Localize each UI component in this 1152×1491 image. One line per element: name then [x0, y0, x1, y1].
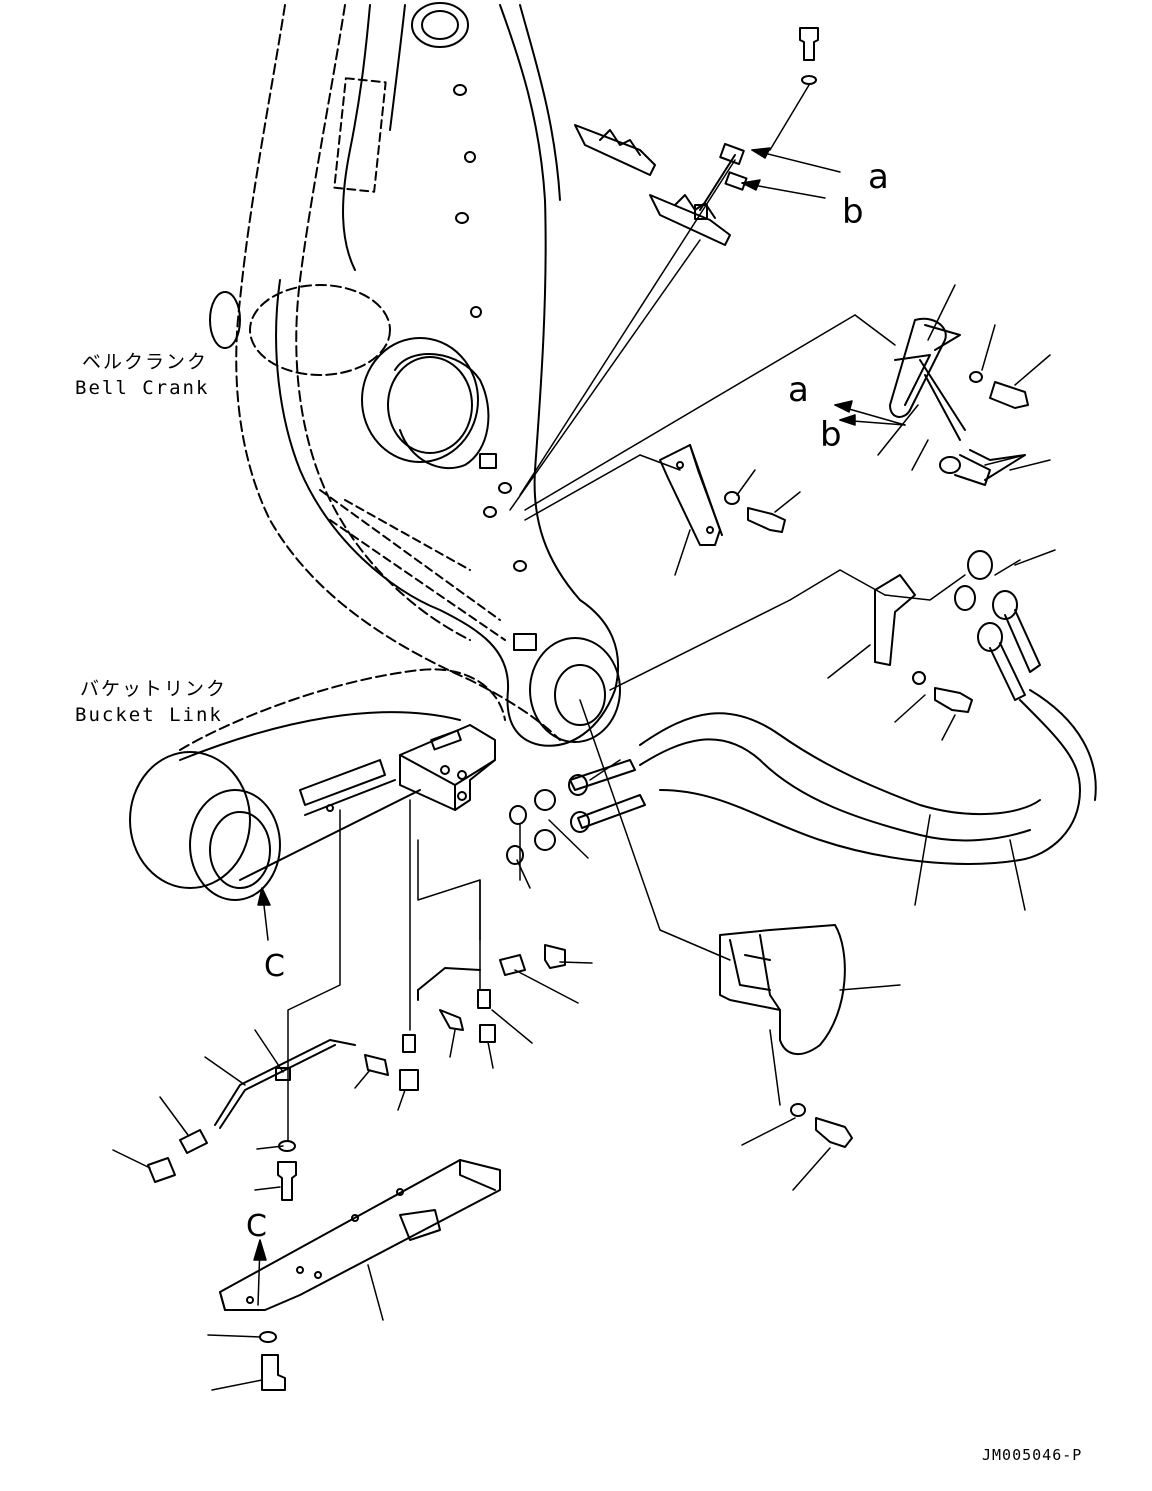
- right-hose-fittings: [954, 550, 1041, 701]
- manifold-block: [399, 724, 496, 811]
- bent-tube: [147, 1039, 356, 1201]
- bucket-link-label-jp: バケットリンク: [80, 678, 228, 700]
- bucket-link: [129, 668, 506, 901]
- bell-crank-label-en: Bell Crank: [75, 377, 210, 399]
- lower-fittings: [364, 944, 566, 1091]
- reference-leaders: [112, 284, 1056, 1391]
- bucket-link-label-en: Bucket Link: [75, 704, 223, 726]
- callout-arrows: [253, 147, 906, 1306]
- bell-crank-label-jp: ベルクランク: [82, 351, 209, 373]
- guard-plate: [719, 924, 853, 1148]
- small-bracket: [874, 574, 973, 713]
- callout-a-mid: a: [788, 370, 809, 410]
- drawing-code: JM005046-P: [982, 1446, 1083, 1464]
- callout-c-upper: C: [264, 949, 285, 984]
- top-fittings: [574, 27, 819, 246]
- angle-bracket: [659, 444, 786, 546]
- callout-b-top: b: [842, 192, 864, 232]
- clamp-bracket: [889, 317, 1029, 486]
- hoses: [568, 689, 1097, 865]
- callout-b-mid: b: [820, 415, 842, 455]
- callout-a-top: a: [868, 157, 889, 197]
- cover-plate: [219, 1159, 501, 1391]
- manifold-fittings: [506, 789, 556, 865]
- callout-c-lower: C: [246, 1209, 267, 1244]
- bell-crank: [209, 2, 621, 747]
- leader-lines: [287, 84, 1026, 1141]
